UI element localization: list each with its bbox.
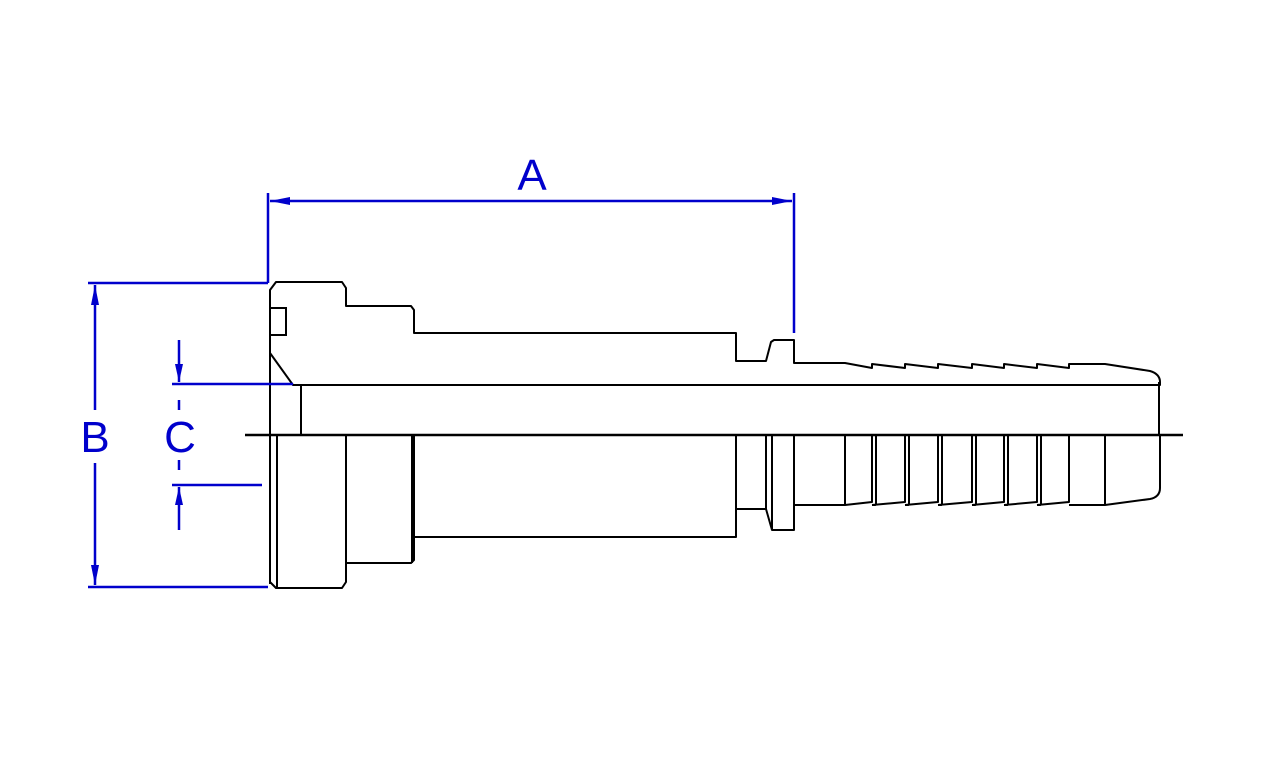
arrow-icon	[270, 197, 290, 205]
arrow-icon	[175, 364, 183, 382]
step-outline	[346, 435, 415, 564]
barb-shank-outline	[794, 435, 846, 506]
dimension-b-label: B	[80, 413, 109, 462]
arrow-icon	[175, 487, 183, 505]
section-hatched-body	[269, 281, 1161, 386]
seal-groove	[269, 307, 287, 336]
dimension-a: A	[266, 151, 796, 333]
body-outline	[414, 435, 737, 538]
flange-outline	[269, 435, 347, 589]
barb-teeth-outline	[844, 435, 1161, 506]
dimension-b: B	[80, 281, 268, 589]
dimension-c: C	[164, 340, 293, 530]
exterior-view	[269, 435, 1161, 589]
arrow-icon	[91, 285, 99, 305]
arrow-icon	[772, 197, 792, 205]
arrow-icon	[91, 565, 99, 585]
dimension-a-label: A	[517, 151, 547, 200]
groove-outline	[736, 435, 767, 510]
dimension-c-label: C	[164, 413, 196, 462]
collar-outline	[765, 435, 795, 531]
